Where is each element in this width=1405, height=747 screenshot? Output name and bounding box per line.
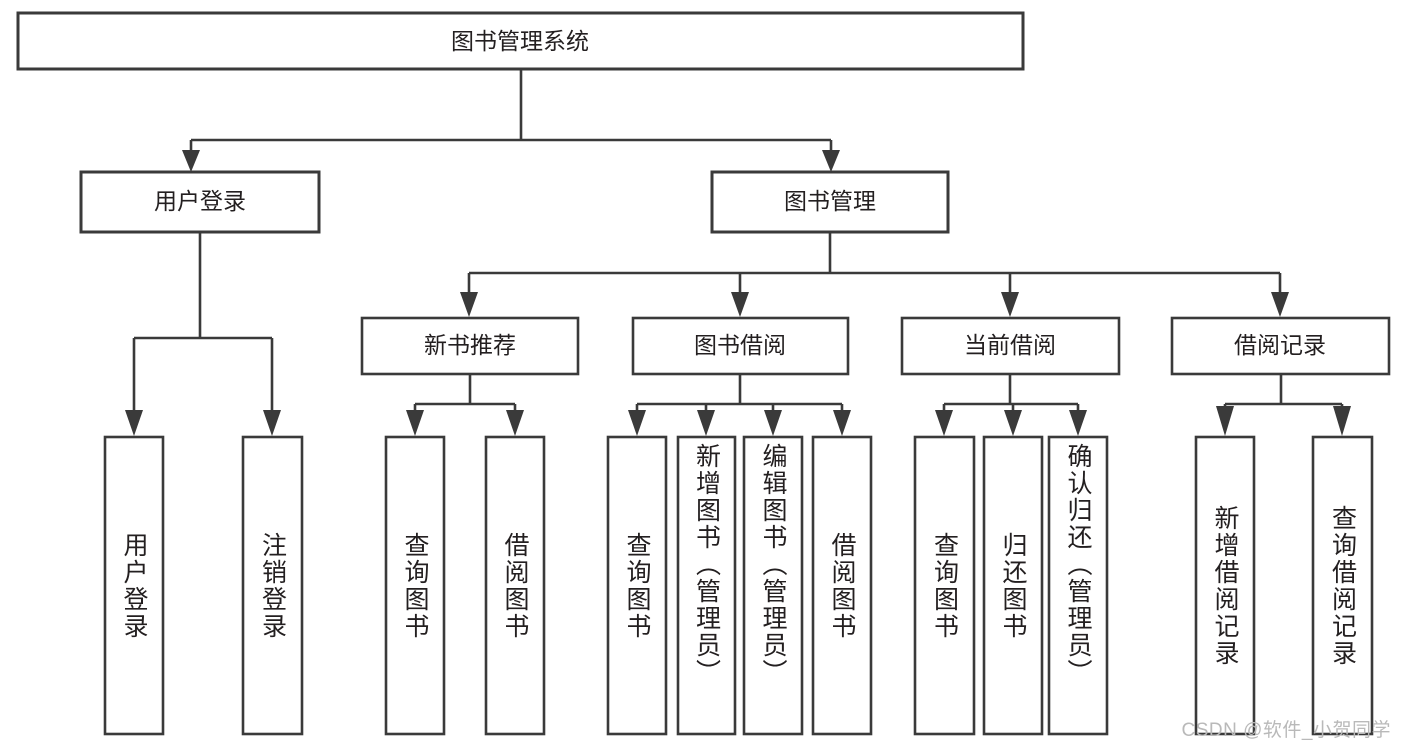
node-root-box[interactable] [16, 11, 1025, 71]
node-current-borrow[interactable]: 当前借阅 [900, 316, 1121, 376]
arrow-to-leaf-query-book-3 [935, 410, 953, 436]
arrow-to-leaf-borrow-book-2 [833, 410, 851, 436]
arrow-to-book-borrow [731, 292, 749, 317]
arrow-to-new-book-recommend [460, 292, 478, 317]
node-user-login-label: 用户登录 [154, 188, 246, 214]
arrow-root-to-book-manage [822, 150, 840, 172]
arrow-to-leaf-return-book [1004, 410, 1022, 436]
node-book-borrow-box[interactable] [631, 316, 850, 376]
arrow-to-leaf-query-record [1333, 406, 1351, 436]
leaf-query-book-1-box[interactable] [384, 435, 446, 736]
arrow-to-leaf-edit-book [764, 410, 782, 436]
node-borrow-record[interactable]: 借阅记录 [1170, 316, 1391, 376]
arrow-to-leaf-add-record [1216, 406, 1234, 436]
arrow-to-leaf-query-book-2 [628, 410, 646, 436]
node-book-borrow[interactable]: 图书借阅 [631, 316, 850, 376]
node-borrow-record-label: 借阅记录 [1234, 332, 1326, 358]
leaf-boxes [103, 435, 1374, 736]
node-book-manage-label: 图书管理 [784, 188, 876, 214]
leaf-confirm-return-box[interactable] [1047, 435, 1109, 736]
node-user-login-box[interactable] [79, 170, 321, 234]
node-current-borrow-label: 当前借阅 [964, 332, 1056, 358]
node-book-manage-box[interactable] [710, 170, 950, 234]
connectors [125, 69, 1351, 436]
node-borrow-record-box[interactable] [1170, 316, 1391, 376]
leaf-query-book-2-box[interactable] [606, 435, 668, 736]
leaf-query-record-box[interactable] [1311, 435, 1374, 736]
leaf-user-login-box[interactable] [103, 435, 165, 736]
node-book-manage[interactable]: 图书管理 [710, 170, 950, 234]
arrow-to-leaf-query-book-1 [406, 410, 424, 436]
arrow-to-borrow-record [1271, 292, 1289, 317]
node-current-borrow-box[interactable] [900, 316, 1121, 376]
node-new-book-recommend[interactable]: 新书推荐 [360, 316, 580, 376]
leaf-query-book-3-box[interactable] [913, 435, 976, 736]
arrow-to-leaf-add-book [697, 410, 715, 436]
leaf-return-book-box[interactable] [982, 435, 1044, 736]
leaf-edit-book-box[interactable] [742, 435, 804, 736]
arrow-to-current-borrow [1001, 292, 1019, 317]
leaf-add-record-box[interactable] [1194, 435, 1256, 736]
arrow-to-leaf-user-login [125, 410, 143, 436]
leaf-logout-box[interactable] [241, 435, 304, 736]
arrow-to-leaf-confirm-return [1069, 410, 1087, 436]
node-root-label: 图书管理系统 [451, 28, 589, 54]
node-new-book-recommend-label: 新书推荐 [424, 332, 516, 358]
node-new-book-recommend-box[interactable] [360, 316, 580, 376]
arrow-to-leaf-borrow-book-1 [506, 410, 524, 436]
node-book-borrow-label: 图书借阅 [694, 332, 786, 358]
arrow-to-leaf-logout [263, 410, 281, 436]
arrow-root-to-user-login [182, 150, 200, 172]
csdn-watermark: CSDN @软件_小贺同学 [1181, 720, 1391, 741]
node-user-login[interactable]: 用户登录 [79, 170, 321, 234]
leaf-borrow-book-2-box[interactable] [811, 435, 873, 736]
leaf-add-book-box[interactable] [676, 435, 737, 736]
leaf-borrow-book-1-box[interactable] [484, 435, 546, 736]
node-root[interactable]: 图书管理系统 [16, 11, 1025, 71]
